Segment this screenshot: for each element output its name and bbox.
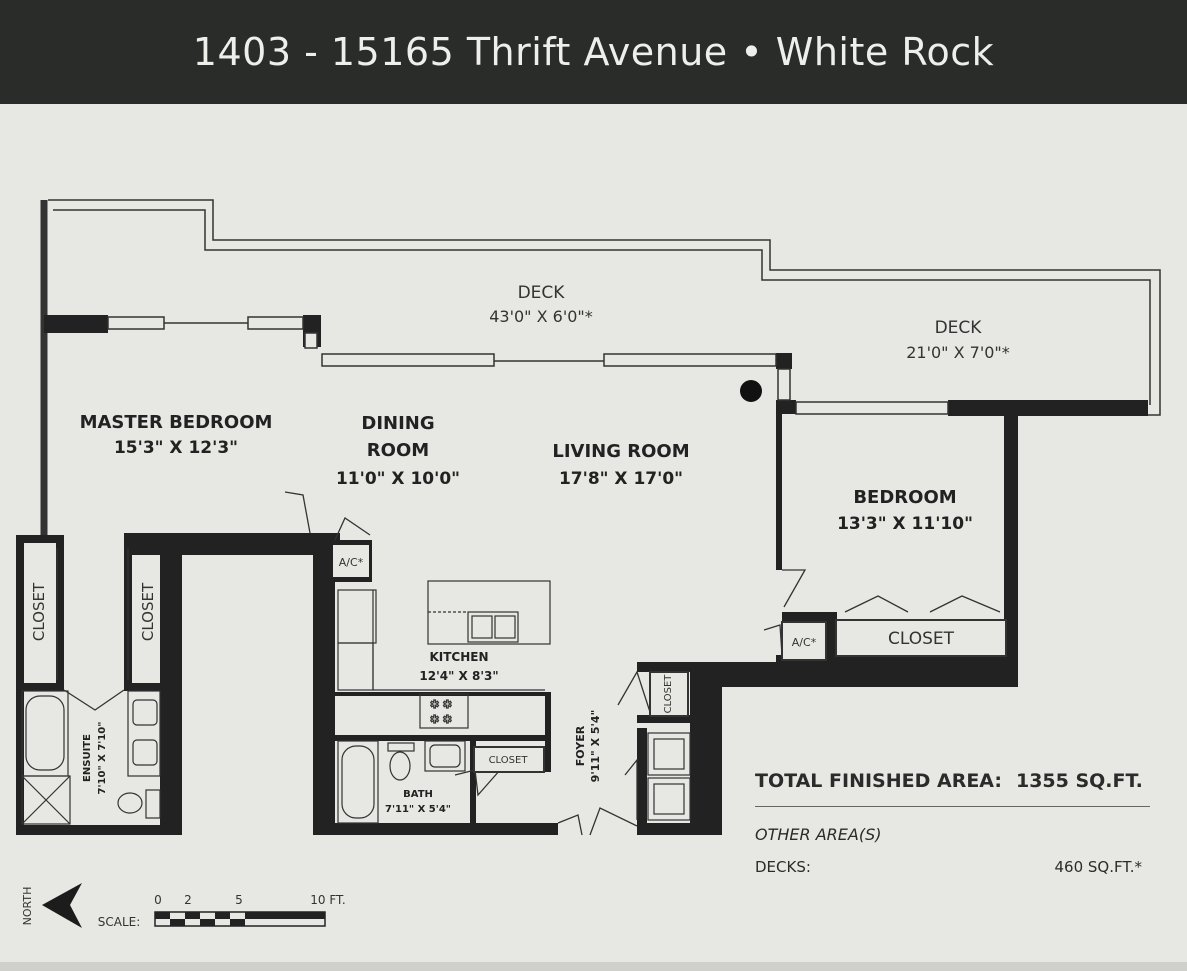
ac-unit-kitchen: A/C* bbox=[330, 540, 372, 582]
decks-row: DECKS: 460 SQ.FT.* bbox=[755, 858, 1150, 876]
deck-main-dims: 43'0" X 6'0"* bbox=[489, 307, 593, 326]
other-areas-label: OTHER AREA(S) bbox=[755, 825, 882, 844]
scale-bar: SCALE: 0 2 5 10 FT. bbox=[98, 893, 346, 929]
deck-outline bbox=[40, 199, 1161, 535]
total-area-label: TOTAL FINISHED AREA: bbox=[755, 770, 1002, 792]
svg-text:SCALE:: SCALE: bbox=[98, 915, 141, 929]
closet-bedroom: CLOSET bbox=[888, 629, 955, 649]
dining-room-dims: 11'0" X 10'0" bbox=[336, 469, 460, 489]
master-bedroom-name: MASTER BEDROOM bbox=[80, 412, 273, 433]
page-header: 1403 - 15165 Thrift Avenue • White Rock bbox=[0, 0, 1187, 104]
svg-text:NORTH: NORTH bbox=[21, 887, 34, 926]
foyer-name: FOYER bbox=[574, 725, 587, 766]
closet-boxes bbox=[473, 619, 1007, 773]
bath-dims: 7'11" X 5'4" bbox=[385, 804, 451, 815]
deck-side-dims: 21'0" X 7'0"* bbox=[906, 343, 1010, 362]
svg-text:A/C*: A/C* bbox=[339, 556, 364, 569]
sliding-door-tracks bbox=[164, 322, 604, 362]
bedroom-dims: 13'3" X 11'10" bbox=[837, 514, 973, 534]
closet-left-2: CLOSET bbox=[139, 582, 157, 641]
column-icon bbox=[740, 380, 762, 402]
closet-foyer: CLOSET bbox=[663, 674, 674, 714]
decks-label: DECKS: bbox=[755, 858, 811, 876]
ac-unit-bedroom: A/C* bbox=[781, 621, 827, 661]
svg-text:0: 0 bbox=[154, 893, 162, 907]
foyer-dims: 9'11" X 5'4" bbox=[589, 710, 602, 783]
dining-room-name-1: DINING bbox=[361, 413, 434, 434]
area-summary: TOTAL FINISHED AREA: 1355 SQ.FT. OTHER A… bbox=[755, 770, 1150, 876]
total-area-row: TOTAL FINISHED AREA: 1355 SQ.FT. bbox=[755, 770, 1150, 807]
sheet-edge bbox=[0, 962, 1187, 971]
page-title: 1403 - 15165 Thrift Avenue • White Rock bbox=[192, 30, 995, 74]
dining-room-name-2: ROOM bbox=[367, 440, 429, 461]
decks-value: 460 SQ.FT.* bbox=[1054, 858, 1142, 876]
kitchen-dims: 12'4" X 8'3" bbox=[419, 669, 498, 683]
ensuite-dims: 7'10" X 7'10" bbox=[97, 722, 108, 795]
deck-main-name: DECK bbox=[518, 283, 566, 303]
room-labels: DECK 43'0" X 6'0"* DECK 21'0" X 7'0"* MA… bbox=[30, 283, 1010, 815]
svg-text:✱ ✱: ✱ ✱ bbox=[430, 698, 452, 711]
kitchen-island bbox=[427, 580, 551, 645]
kitchen-name: KITCHEN bbox=[429, 650, 488, 664]
bath-name: BATH bbox=[403, 789, 433, 800]
total-area-value: 1355 SQ.FT. bbox=[1015, 770, 1143, 792]
deck-side-name: DECK bbox=[935, 318, 983, 338]
closet-bath: CLOSET bbox=[489, 755, 529, 766]
door-swings bbox=[63, 491, 1001, 836]
closet-rods bbox=[56, 548, 129, 680]
bedroom-name: BEDROOM bbox=[853, 487, 956, 508]
svg-text:✱ ✱: ✱ ✱ bbox=[430, 713, 452, 726]
windows bbox=[107, 316, 949, 415]
north-arrow: NORTH bbox=[21, 883, 82, 928]
living-room-name: LIVING ROOM bbox=[552, 441, 689, 462]
living-room-dims: 17'8" X 17'0" bbox=[559, 469, 683, 489]
bath-fixtures bbox=[337, 740, 466, 824]
svg-text:2: 2 bbox=[184, 893, 192, 907]
ensuite-name: ENSUITE bbox=[82, 734, 93, 782]
svg-text:10 FT.: 10 FT. bbox=[310, 893, 346, 907]
svg-text:A/C*: A/C* bbox=[792, 636, 817, 649]
laundry-units bbox=[647, 732, 691, 821]
master-bedroom-dims: 15'3" X 12'3" bbox=[114, 438, 238, 458]
closet-left-1: CLOSET bbox=[30, 582, 48, 641]
svg-text:5: 5 bbox=[235, 893, 243, 907]
ensuite-fixtures bbox=[21, 690, 161, 825]
kitchen-counter: ✱ ✱ ✱ ✱ bbox=[337, 589, 545, 729]
